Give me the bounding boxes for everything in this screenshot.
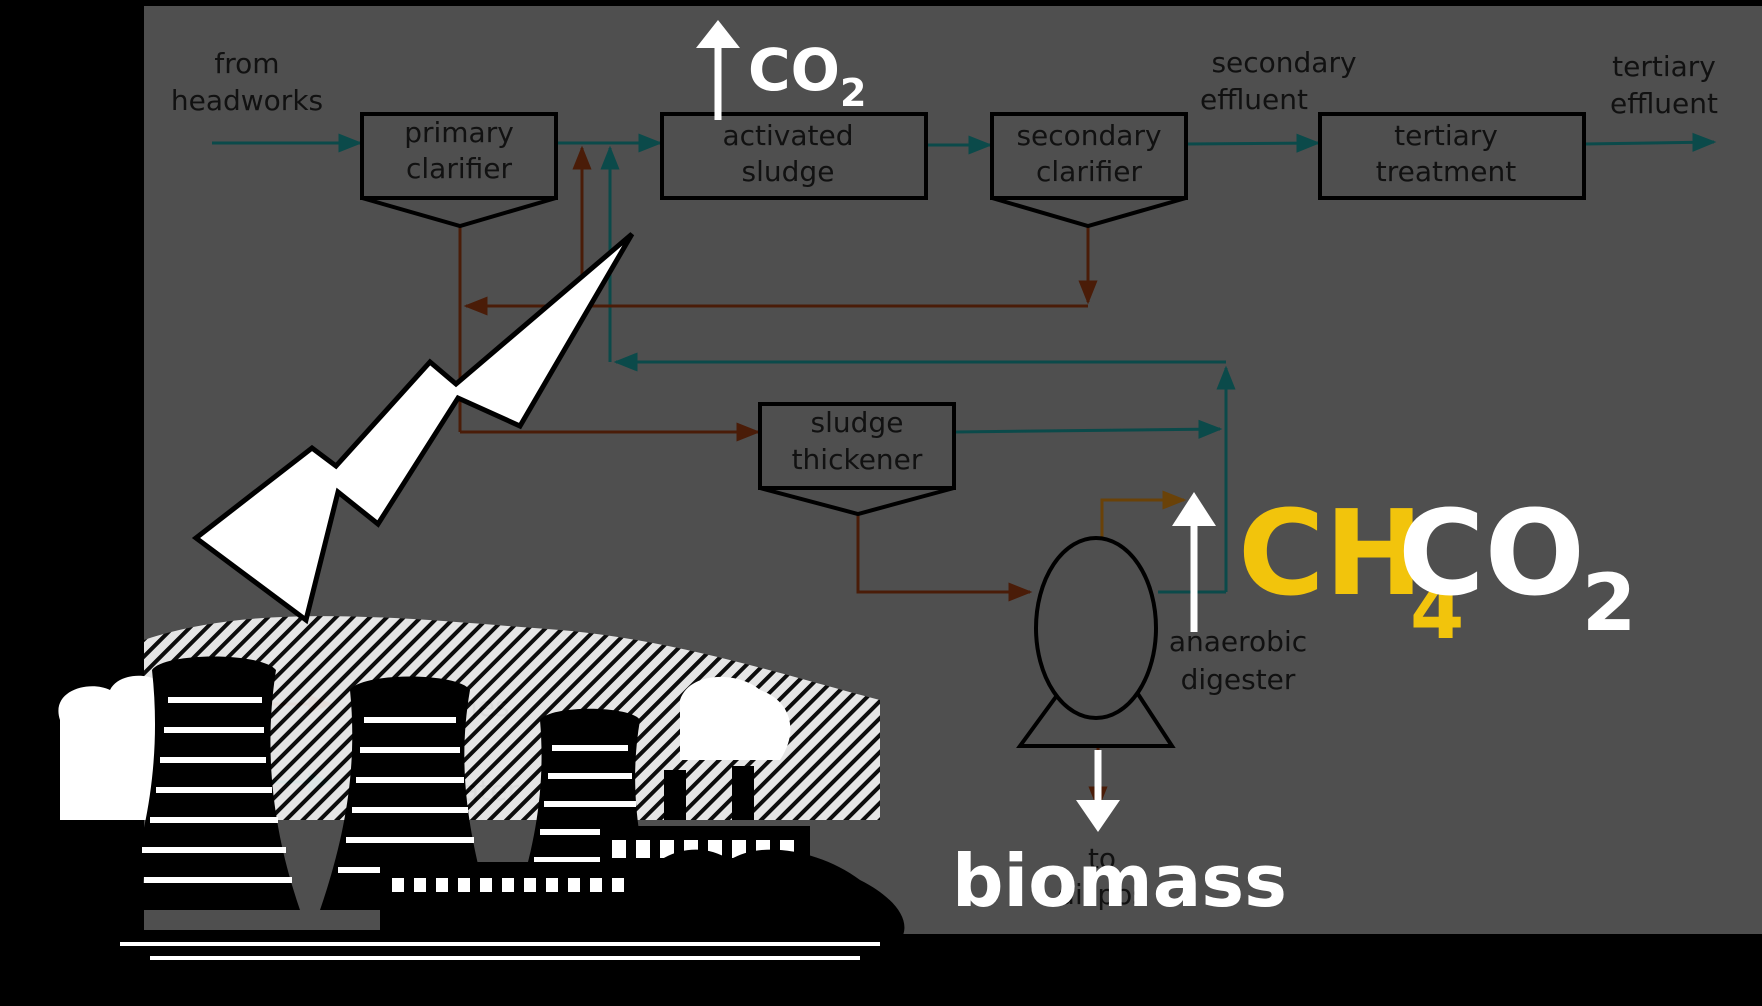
thickened-sludge-line [856, 514, 1033, 602]
tertiary-outflow-line [1583, 132, 1717, 152]
secondary-clarifier-label-line1: secondary [1016, 119, 1161, 152]
anaerobic-digester [1016, 536, 1176, 748]
tertiary-effluent-line1: tertiary [1612, 50, 1716, 83]
to-disposal-line2: dispos [1057, 878, 1147, 911]
sludge-thickener: sludge thickener [758, 402, 956, 517]
top-co2-sub: 2 [840, 71, 866, 115]
tertiary-treatment: tertiary treatment [1318, 112, 1586, 200]
to-disposal-line1: to [1088, 842, 1116, 875]
primary-clarifier-label-line1: primary [404, 116, 514, 149]
big-co2-main: CO [1398, 484, 1585, 622]
secondary-to-tertiary-line [1185, 133, 1321, 153]
digester-gas-emission: CH 4 CO 2 [1172, 484, 1636, 657]
power-plant-icon [0, 616, 905, 970]
big-co2-sub: 2 [1582, 559, 1636, 649]
primary-clarifier-label-line2: clarifier [406, 152, 512, 185]
activated-sludge-tank: activated sludge [660, 112, 928, 200]
activated-sludge-label-line2: sludge [742, 155, 835, 188]
biogas-line [1100, 490, 1187, 540]
aeration-co2-emission: CO 2 [696, 20, 866, 120]
biomass-label: biomass [952, 839, 1287, 923]
sludge-thickener-label-line2: thickener [792, 443, 923, 476]
secondary-clarifier: secondary clarifier [990, 112, 1188, 229]
secondary-clarifier-label-line2: clarifier [1036, 155, 1142, 188]
top-co2-main: CO [748, 36, 840, 104]
from-headworks-line2: headworks [171, 84, 323, 117]
tertiary-treatment-label-line1: tertiary [1394, 119, 1498, 152]
biomass-output: biomass [952, 750, 1287, 923]
anaerobic-digester-line2: digester [1181, 663, 1296, 696]
tertiary-treatment-label-line2: treatment [1376, 155, 1516, 188]
secondary-effluent-line1: secondary [1211, 46, 1356, 79]
tertiary-effluent-line2: effluent [1610, 87, 1718, 120]
activated-sludge-label-line1: activated [722, 119, 853, 152]
lightning-bolt-icon [191, 232, 635, 625]
anaerobic-digester-line1: anaerobic [1169, 625, 1307, 658]
secondary-effluent-line2: effluent [1200, 83, 1308, 116]
from-headworks-line1: from [214, 47, 279, 80]
ch4-main: CH [1238, 484, 1423, 622]
ch4-sub: 4 [1410, 567, 1464, 657]
primary-clarifier: primary clarifier [360, 112, 558, 229]
thickener-supernatant-line [953, 419, 1223, 439]
sludge-thickener-label-line1: sludge [811, 406, 904, 439]
